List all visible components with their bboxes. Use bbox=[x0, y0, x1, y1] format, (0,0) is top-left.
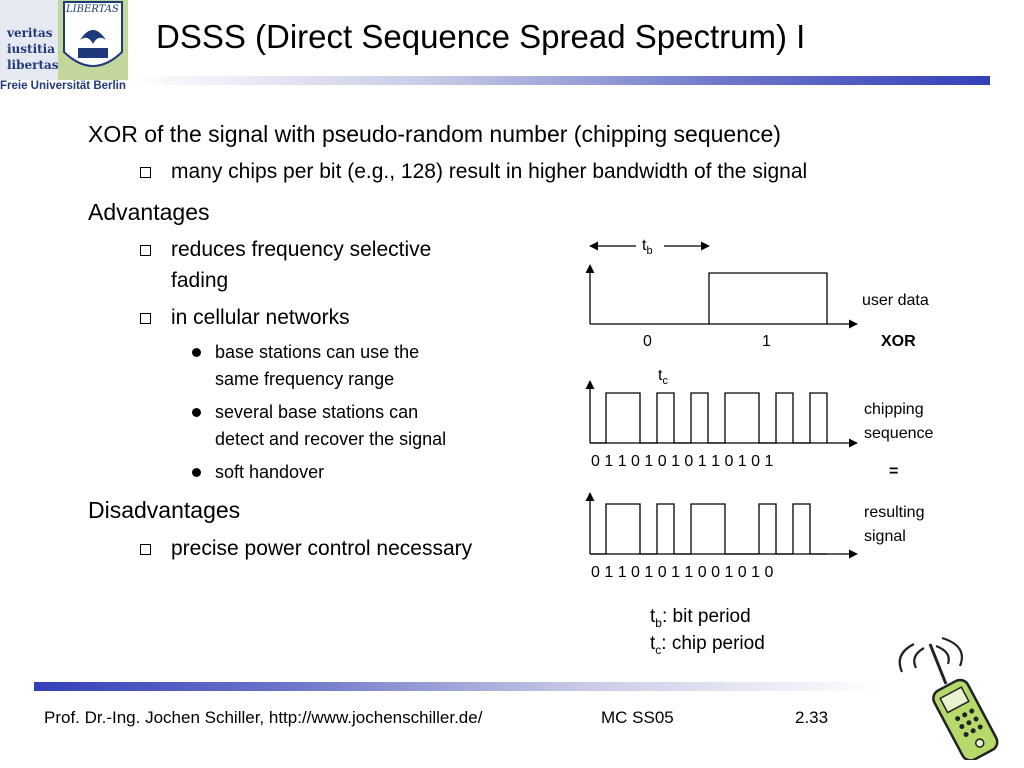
bullet-fading-line1: reduces frequency selective bbox=[171, 238, 432, 261]
slide-title: DSSS (Direct Sequence Spread Spectrum) I bbox=[156, 18, 806, 55]
user-bit-1: 1 bbox=[762, 333, 771, 350]
sub-bullet-recover-line2: detect and recover the signal bbox=[215, 429, 447, 449]
logo-motto-1: veritas bbox=[7, 26, 53, 40]
logo-motto-2: iustitia bbox=[7, 42, 56, 56]
round-bullet-icon bbox=[192, 408, 201, 417]
footer-bar bbox=[34, 682, 882, 691]
round-bullet-icon bbox=[192, 468, 201, 477]
result-signal bbox=[590, 503, 827, 555]
equals-label: = bbox=[889, 463, 899, 480]
result-axes bbox=[585, 492, 858, 559]
sub-bullet-frequency-line2: same frequency range bbox=[215, 369, 395, 389]
mobile-phone-icon bbox=[898, 636, 999, 760]
sub-bullet-recover-line1: several base stations can bbox=[215, 402, 419, 422]
chipping-label-line2: sequence bbox=[864, 425, 934, 442]
square-bullet-icon bbox=[140, 313, 151, 324]
sub-bullet-frequency-line1: base stations can use the bbox=[215, 342, 420, 362]
sub-bullet-handover: soft handover bbox=[215, 462, 325, 482]
university-logo: veritas iustitia libertas LIBERTAS Freie… bbox=[0, 0, 128, 96]
bullet-fading-line2: fading bbox=[171, 269, 229, 292]
bullet-power-control: precise power control necessary bbox=[171, 537, 473, 560]
user-data-label: user data bbox=[862, 292, 929, 309]
logo-seal-icon bbox=[58, 0, 128, 80]
tb-label: tb bbox=[642, 237, 653, 258]
chipping-label-line1: chipping bbox=[864, 401, 924, 418]
user-data-axes bbox=[585, 264, 858, 329]
user-bit-0: 0 bbox=[643, 333, 652, 350]
chipping-axes bbox=[585, 380, 858, 448]
footer-course: MC SS05 bbox=[601, 708, 674, 727]
bullet-chips-per-bit: many chips per bit (e.g., 128) result in… bbox=[171, 160, 808, 183]
legend-bit-period: tb: bit period bbox=[650, 606, 751, 630]
heading-advantages: Advantages bbox=[88, 199, 210, 225]
chipping-signal bbox=[590, 392, 828, 444]
logo-motto-3: libertas bbox=[7, 58, 59, 72]
result-bits: 0 1 1 0 1 0 1 1 0 0 1 0 1 0 bbox=[591, 564, 774, 581]
user-data-signal bbox=[708, 272, 828, 324]
logo-university-name: Freie Universität Berlin bbox=[0, 80, 126, 92]
chipping-bits: 0 1 1 0 1 0 1 0 1 1 0 1 0 1 bbox=[591, 453, 774, 470]
logo-seal-text: LIBERTAS bbox=[66, 4, 119, 15]
round-bullet-icon bbox=[192, 348, 201, 357]
title-underline-bar bbox=[128, 76, 990, 85]
result-label-line2: signal bbox=[864, 528, 906, 545]
footer-page-number: 2.33 bbox=[795, 708, 829, 727]
footer-author: Prof. Dr.-Ing. Jochen Schiller, http://w… bbox=[44, 708, 483, 727]
bullet-xor: XOR of the signal with pseudo-random num… bbox=[88, 121, 781, 147]
legend-chip-period: tc: chip period bbox=[650, 633, 765, 657]
xor-label: XOR bbox=[881, 333, 916, 350]
square-bullet-icon bbox=[140, 544, 151, 555]
heading-disadvantages: Disadvantages bbox=[88, 497, 241, 523]
bullet-cellular: in cellular networks bbox=[171, 306, 350, 329]
result-label-line1: resulting bbox=[864, 504, 925, 521]
square-bullet-icon bbox=[140, 167, 151, 178]
square-bullet-icon bbox=[140, 245, 151, 256]
tc-label: tc bbox=[658, 367, 668, 388]
